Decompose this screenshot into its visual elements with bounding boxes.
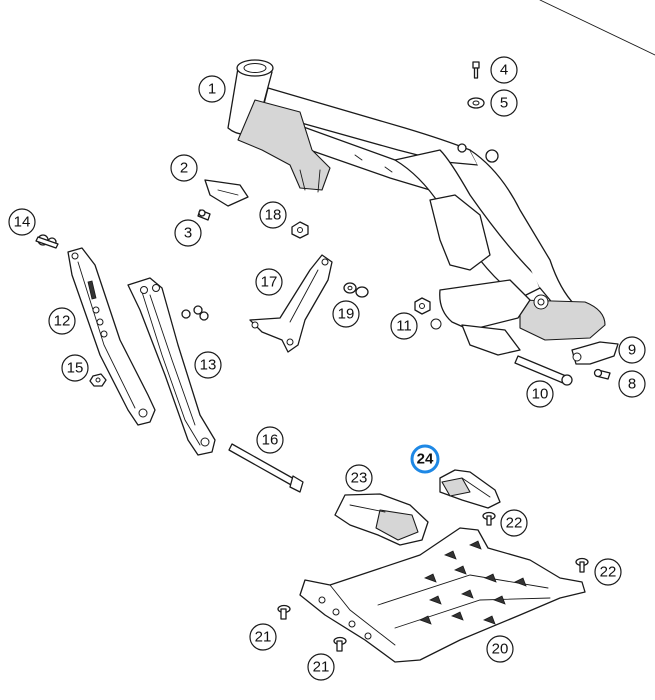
callout-11[interactable]: 11 xyxy=(390,312,418,340)
callout-label: 12 xyxy=(54,313,71,330)
bracket-part-17 xyxy=(249,254,333,353)
bolt-part-8 xyxy=(593,368,611,380)
callout-label: 24 xyxy=(417,451,434,468)
bolt-pair-13 xyxy=(181,305,209,321)
guard-part-23 xyxy=(334,493,429,546)
callout-label: 1 xyxy=(208,81,216,98)
callout-14[interactable]: 14 xyxy=(8,208,36,236)
side-bar-part-13 xyxy=(127,277,216,456)
nut-part-18 xyxy=(291,221,309,239)
bolt-part-3 xyxy=(197,209,211,221)
callout-label: 4 xyxy=(500,62,508,79)
callout-label: 5 xyxy=(500,95,508,112)
callout-24[interactable]: 24 xyxy=(410,444,440,474)
nut-part-5 xyxy=(467,97,485,109)
callout-19[interactable]: 19 xyxy=(332,300,360,328)
long-bolt-part-16 xyxy=(228,443,304,493)
callout-label: 22 xyxy=(600,564,617,581)
callout-18[interactable]: 18 xyxy=(259,201,287,229)
callout-label: 17 xyxy=(261,274,278,291)
guard-part-24 xyxy=(439,469,501,509)
side-bar-part-12 xyxy=(67,247,156,426)
screw-part-21b xyxy=(333,636,347,652)
frame-part xyxy=(227,59,606,356)
callout-label: 19 xyxy=(338,306,355,323)
callout-22a[interactable]: 22 xyxy=(500,509,528,537)
callout-label: 9 xyxy=(628,342,636,359)
screw-part-4 xyxy=(472,61,480,79)
callout-23[interactable]: 23 xyxy=(345,464,373,492)
screw-part-22b xyxy=(575,557,589,573)
callout-5[interactable]: 5 xyxy=(490,89,518,117)
axle-part-10 xyxy=(514,355,573,386)
callout-label: 20 xyxy=(492,641,509,658)
callout-2[interactable]: 2 xyxy=(170,154,198,182)
callout-label: 14 xyxy=(14,214,31,231)
callout-21b[interactable]: 21 xyxy=(307,653,335,681)
callout-label: 10 xyxy=(532,386,549,403)
callout-label: 21 xyxy=(313,659,330,676)
callout-label: 13 xyxy=(200,357,217,374)
callout-21a[interactable]: 21 xyxy=(249,623,277,651)
corner-line xyxy=(539,0,655,56)
callout-label: 8 xyxy=(628,376,636,393)
skid-plate-part-20 xyxy=(299,527,586,663)
screw-part-21a xyxy=(277,604,291,620)
callout-label: 11 xyxy=(396,318,412,335)
callout-8[interactable]: 8 xyxy=(618,370,646,398)
callout-13[interactable]: 13 xyxy=(194,351,222,379)
nuts-part-19 xyxy=(343,282,369,298)
callout-9[interactable]: 9 xyxy=(618,336,646,364)
callout-12[interactable]: 12 xyxy=(48,307,76,335)
callout-label: 22 xyxy=(506,515,523,532)
callout-3[interactable]: 3 xyxy=(174,219,202,247)
bracket-part-2 xyxy=(204,179,249,207)
screw-part-22a xyxy=(482,511,496,526)
bolts-part-14 xyxy=(35,234,59,249)
callout-15[interactable]: 15 xyxy=(61,354,89,382)
callout-label: 23 xyxy=(351,470,368,487)
callout-label: 3 xyxy=(184,225,192,242)
nut-part-15 xyxy=(89,373,107,387)
callout-label: 2 xyxy=(180,160,188,177)
callout-4[interactable]: 4 xyxy=(490,56,518,84)
callout-17[interactable]: 17 xyxy=(255,268,283,296)
callout-label: 15 xyxy=(67,360,84,377)
callout-20[interactable]: 20 xyxy=(486,635,514,663)
callout-10[interactable]: 10 xyxy=(526,380,554,408)
callout-16[interactable]: 16 xyxy=(256,426,284,454)
bracket-part-9 xyxy=(571,341,619,365)
callout-label: 18 xyxy=(265,207,282,224)
callout-1[interactable]: 1 xyxy=(198,75,226,103)
callout-label: 16 xyxy=(262,432,279,449)
nut-part-11 xyxy=(414,297,431,315)
callout-22b[interactable]: 22 xyxy=(594,558,622,586)
callout-label: 21 xyxy=(255,629,272,646)
